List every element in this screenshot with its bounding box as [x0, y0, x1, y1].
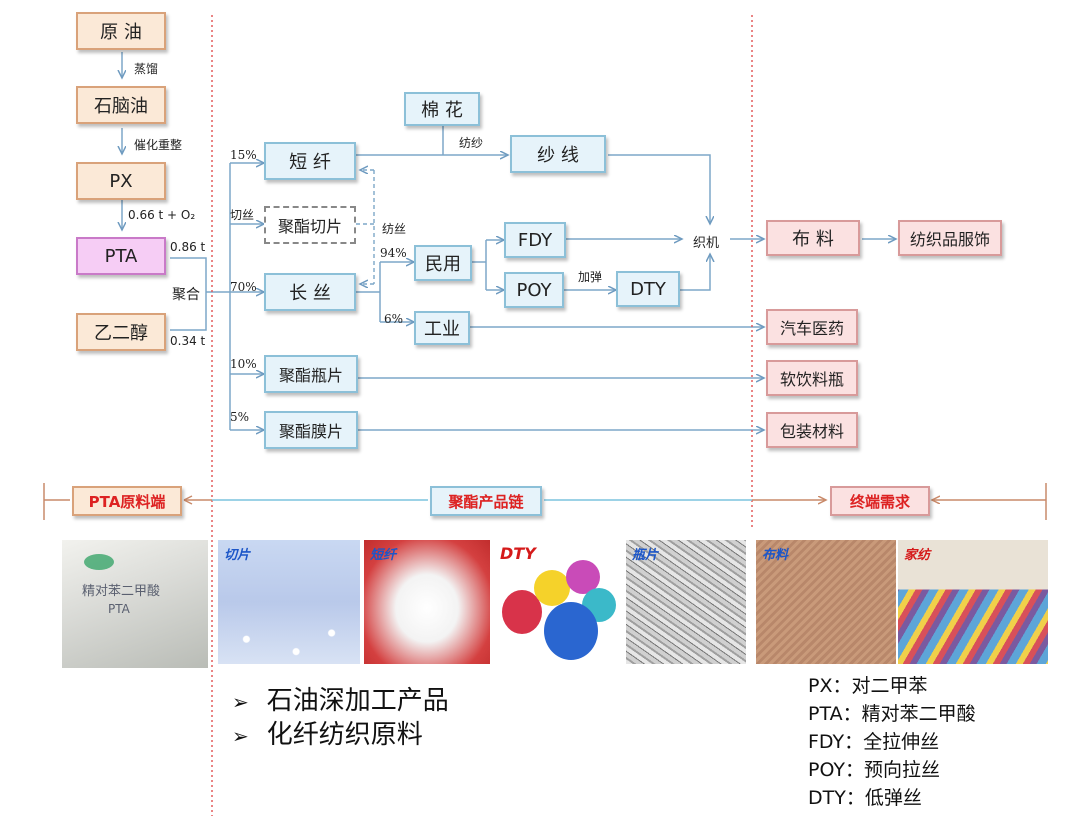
pta-raw-section-label: PTA原料端: [88, 492, 166, 511]
civil-label: 民用: [425, 254, 461, 275]
poy-label: POY: [516, 279, 552, 301]
red-spool-icon: [502, 590, 542, 634]
yarn-box: 纱 线: [510, 135, 606, 173]
fabric-photo-caption: 布料: [762, 548, 789, 563]
yarn-label: 纱 线: [537, 145, 579, 166]
staple-pct: 15%: [230, 148, 257, 162]
civil-box: 民用: [414, 245, 472, 281]
meg-label: 乙二醇: [94, 323, 148, 344]
pta-ratio-label: 0.86 t: [170, 240, 206, 254]
dty-box: DTY: [616, 271, 680, 307]
bag-subtext: PTA: [108, 602, 130, 616]
chip-photo: 切片: [218, 540, 360, 664]
spinning-label: 纺丝: [382, 222, 407, 236]
packaging-label: 包装材料: [779, 422, 844, 441]
staple-photo: 短纤: [364, 540, 490, 664]
polyester-chip-box: 聚酯切片: [264, 206, 356, 244]
bullet-2: ➢ 化纤纺织原料: [232, 714, 423, 751]
chip-photo-caption: 切片: [224, 548, 251, 563]
apparel-box: 纺织品服饰: [898, 220, 1002, 256]
end-demand-section-label: 终端需求: [849, 492, 910, 511]
yellow-spool-icon: [534, 570, 570, 606]
bottle-flake-photo: 瓶片: [626, 540, 746, 664]
reforming-label: 催化重整: [134, 138, 183, 152]
staple-photo-caption: 短纤: [370, 548, 397, 563]
crude-oil-box: 原 油: [76, 12, 166, 50]
polymerize-label: 聚合: [172, 287, 200, 303]
filament-box: 长 丝: [264, 273, 356, 311]
bullet-1: ➢ 石油深加工产品: [232, 680, 449, 717]
crude-oil-label: 原 油: [100, 22, 142, 43]
bottle-chip-box: 聚酯瓶片: [264, 355, 358, 393]
bottle-flake-photo-caption: 瓶片: [632, 548, 659, 563]
px-reaction-label: 0.66 t + O₂: [128, 208, 196, 222]
polyester-chain-section: 聚酯产品链: [430, 486, 542, 516]
px-label: PX: [109, 170, 133, 192]
bag-text: 精对苯二甲酸: [82, 584, 161, 599]
apparel-label: 纺织品服饰: [909, 230, 990, 249]
packaging-box: 包装材料: [766, 412, 858, 448]
soft-drink-label: 软饮料瓶: [779, 370, 844, 389]
glossary-item: FDY：全拉伸丝: [808, 731, 940, 753]
bullet-2-text: 化纤纺织原料: [266, 720, 423, 750]
meg-box: 乙二醇: [76, 313, 166, 351]
glossary: PX：对二甲苯 PTA：精对苯二甲酸 FDY：全拉伸丝 POY：预向拉丝 DTY…: [808, 672, 976, 812]
industrial-pct: 6%: [384, 312, 404, 326]
distill-label: 蒸馏: [134, 62, 159, 76]
end-demand-section: 终端需求: [830, 486, 930, 516]
chip-cut-label: 切丝: [230, 208, 255, 222]
soft-drink-box: 软饮料瓶: [766, 360, 858, 396]
naphtha-label: 石脑油: [94, 96, 148, 117]
pta-raw-section: PTA原料端: [72, 486, 182, 516]
fabric-label: 布 料: [792, 229, 834, 250]
staple-fiber-box: 短 纤: [264, 142, 356, 180]
home-textile-photo: 家纺: [898, 540, 1048, 664]
film-chip-box: 聚酯膜片: [264, 411, 358, 449]
poy-box: POY: [504, 272, 564, 308]
bottle-chip-label: 聚酯瓶片: [278, 366, 343, 385]
pta-box: PTA: [76, 237, 166, 275]
bullet-arrow-icon: ➢: [232, 690, 249, 714]
polyester-chain-section-label: 聚酯产品链: [448, 492, 524, 511]
industrial-label: 工业: [424, 319, 460, 340]
filament-pct: 70%: [230, 280, 257, 294]
civil-pct: 94%: [380, 246, 407, 260]
bag-logo-icon: [84, 554, 114, 570]
bullet-arrow-icon: ➢: [232, 724, 249, 748]
dty-photo: DTY: [494, 540, 622, 664]
meg-ratio-label: 0.34 t: [170, 334, 206, 348]
px-box: PX: [76, 162, 166, 200]
blue-spool-icon: [544, 602, 598, 660]
yarn-spin-label: 纺纱: [459, 136, 484, 150]
bullet-1-text: 石油深加工产品: [266, 686, 449, 716]
staple-fiber-label: 短 纤: [289, 152, 331, 173]
glossary-item: POY：预向拉丝: [808, 759, 940, 781]
bottle-pct: 10%: [230, 357, 257, 371]
film-chip-label: 聚酯膜片: [278, 422, 343, 441]
fabric-photo: 布料: [756, 540, 896, 664]
auto-medical-box: 汽车医药: [766, 309, 858, 345]
home-textile-photo-caption: 家纺: [904, 548, 931, 563]
glossary-item: DTY：低弹丝: [808, 787, 922, 809]
cotton-label: 棉 花: [421, 100, 463, 121]
fdy-label: FDY: [517, 229, 553, 251]
pta-bag-photo: 精对苯二甲酸 PTA: [62, 540, 208, 668]
industrial-box: 工业: [414, 311, 470, 345]
filament-label: 长 丝: [289, 283, 331, 304]
cotton-box: 棉 花: [404, 92, 480, 126]
glossary-item: PX：对二甲苯: [808, 675, 928, 697]
film-pct: 5%: [230, 410, 250, 424]
dty-photo-caption: DTY: [500, 544, 536, 563]
fdy-box: FDY: [504, 222, 566, 258]
naphtha-box: 石脑油: [76, 86, 166, 124]
dty-label: DTY: [630, 278, 666, 300]
texturing-label: 加弹: [578, 270, 603, 284]
weaving-label: 织机: [693, 236, 720, 251]
glossary-item: PTA：精对苯二甲酸: [808, 703, 976, 725]
pta-label: PTA: [104, 245, 138, 267]
auto-medical-label: 汽车医药: [779, 319, 844, 338]
polyester-chip-label: 聚酯切片: [277, 217, 342, 236]
fabric-box: 布 料: [766, 220, 860, 256]
